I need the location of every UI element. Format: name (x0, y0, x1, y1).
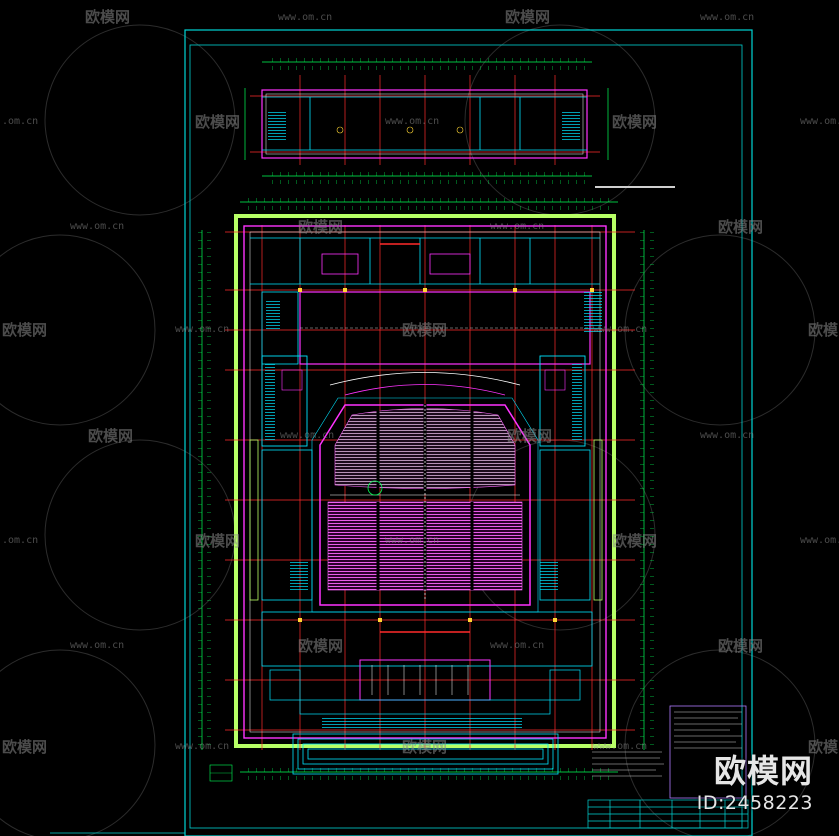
entrance-steps (292, 733, 559, 775)
watermark-brand: 欧模网 (85, 8, 130, 26)
watermark-url: www.om.cn (490, 221, 544, 232)
watermark-brand: 欧模网 (402, 738, 447, 756)
upper-floor-plan (244, 58, 675, 188)
watermark-url: www.om.cn (175, 324, 229, 335)
watermark-url: .om.cn (2, 116, 38, 127)
watermark-url: www.om.cn (70, 221, 124, 232)
watermarks: 欧模网 www.om.cn 欧模网 www.om.cn .om.cn 欧模网 w… (2, 8, 839, 756)
watermark-brand: 欧模网 (2, 321, 47, 339)
watermark-brand: 欧模网 (298, 637, 343, 655)
watermark-brand: 欧模网 (195, 113, 240, 131)
watermark-url: .om.cn (2, 535, 38, 546)
watermark-brand: 欧模网 (88, 427, 133, 445)
watermark-brand: 欧模网 (2, 738, 47, 756)
watermark-url: www.om.cn (385, 535, 439, 546)
watermark-brand: 欧模网 (808, 321, 839, 339)
watermark-brand: 欧模网 (402, 321, 447, 339)
watermark-url: www.om.cn (70, 640, 124, 651)
watermark-brand: 欧模网 (505, 8, 550, 26)
title-block (587, 799, 749, 829)
watermark-url: www.om.cn (175, 741, 229, 752)
brand-id-text: ID:2458223 (696, 792, 813, 814)
main-floor-plan (198, 198, 654, 782)
watermark-brand: 欧模网 (195, 532, 240, 550)
drawing-frame-inner (189, 44, 743, 829)
watermark-brand: 欧模网 (507, 427, 552, 445)
brand-logo-text: 欧模网 (713, 752, 813, 790)
watermark-url: www.om.cn (593, 741, 647, 752)
watermark-url: www.om.cn (385, 116, 439, 127)
watermark-url: www.om.cn (278, 12, 332, 23)
watermark-brand: 欧模网 (298, 218, 343, 236)
watermark-brand: 欧模网 (612, 113, 657, 131)
watermark-brand: 欧模网 (612, 532, 657, 550)
watermark-brand: 欧模网 (718, 637, 763, 655)
watermark-brand: 欧模网 (808, 738, 839, 756)
watermark-brand: 欧模网 (718, 218, 763, 236)
watermark-url: www.om.cn (490, 640, 544, 651)
watermark-url: www.om.cn (700, 430, 754, 441)
drawing-frame-outer (184, 29, 753, 836)
watermark-url: www.om.cn (700, 12, 754, 23)
auditorium-outline (319, 404, 531, 606)
watermark-url: www.om.cn (280, 430, 334, 441)
notes-block (592, 705, 747, 799)
watermark-url: www.om.cn (800, 116, 839, 127)
watermark-url: www.om.cn (800, 535, 839, 546)
watermark-url: www.om.cn (593, 324, 647, 335)
